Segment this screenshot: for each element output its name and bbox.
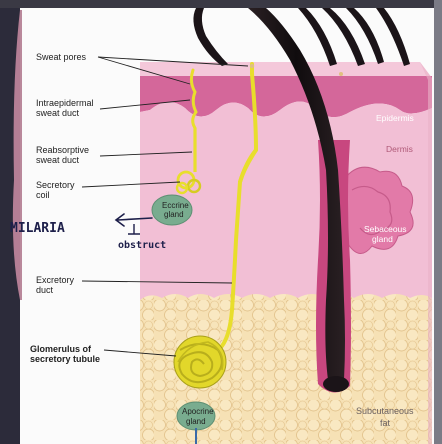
handwritten-tick [128,224,140,234]
label-subcutaneous-1: Subcutaneous [356,406,414,416]
sweat-pore-dot-2 [339,72,343,76]
sweat-pore-dot [250,64,254,68]
handwritten-miliaria: MILARIA [10,221,65,236]
label-eccrine-1: Eccrine [162,201,189,210]
label-reabsorptive-2: sweat duct [36,155,80,165]
label-reabsorptive-1: Reabsorptive [36,145,89,155]
right-photo-edge [434,0,442,444]
label-dermis: Dermis [386,144,413,154]
label-glomerulus-2: secretory tubule [30,354,100,364]
label-apocrine-1: Apocrine [182,407,214,416]
glomerulus-of-secretory-tubule [174,336,226,388]
label-excretory-1: Excretory [36,275,75,285]
label-sebaceous-1: Sebaceous [364,224,407,234]
label-glomerulus-1: Glomerulus of [30,344,92,354]
left-photo-fragment [20,10,22,300]
label-apocrine-2: gland [186,417,206,426]
label-secretory-2: coil [36,190,50,200]
handwritten-obstruct: obstruct [118,240,166,251]
label-excretory-2: duct [36,285,54,295]
label-secretory-1: Secretory [36,180,75,190]
hair-left [193,8,228,66]
label-epidermis: Epidermis [376,113,414,123]
label-sweat-pores: Sweat pores [36,52,87,62]
skin-surface [140,62,432,78]
label-subcutaneous-2: fat [380,418,391,428]
label-intraepidermal-2: sweat duct [36,108,80,118]
label-eccrine-2: gland [164,210,184,219]
label-sebaceous-2: gland [372,234,393,244]
top-photo-edge [0,0,442,8]
hair-bulb [323,376,349,392]
label-intraepidermal-1: Intraepidermal [36,98,94,108]
